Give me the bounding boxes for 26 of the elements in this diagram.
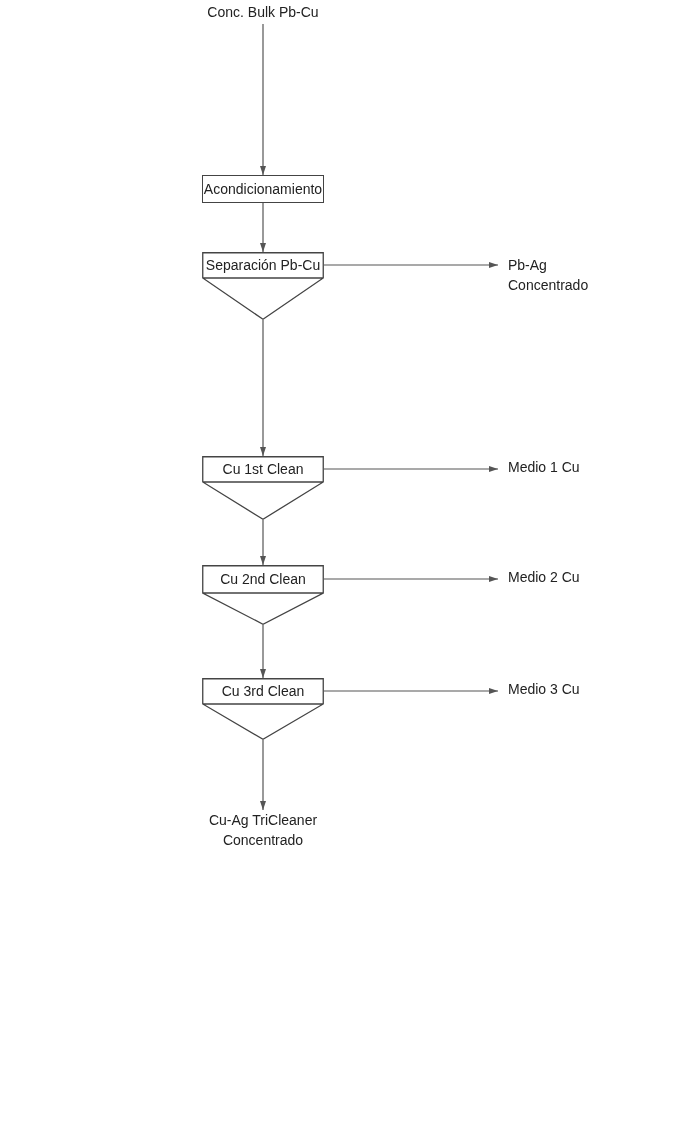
arrow xyxy=(260,23,266,176)
stream-label: Pb-Ag Concentrado xyxy=(508,255,618,303)
process-label: Cu 2nd Clean xyxy=(219,570,307,589)
stream-label: Conc. Bulk Pb-Cu xyxy=(163,2,363,24)
stream-label: Medio 2 Cu xyxy=(508,567,618,591)
process-box xyxy=(202,175,324,203)
arrow xyxy=(260,202,266,253)
arrow xyxy=(323,262,499,268)
arrow xyxy=(260,519,266,566)
flotation-cell xyxy=(202,456,324,520)
process-label: Acondicionamiento xyxy=(203,180,323,199)
process-label: Cu 1st Clean xyxy=(221,460,305,479)
arrow xyxy=(260,739,266,811)
stream-label: Medio 1 Cu xyxy=(508,457,618,481)
arrow xyxy=(260,319,266,457)
arrow xyxy=(323,576,499,582)
process-label: Cu 3rd Clean xyxy=(220,682,306,701)
flotation-cell xyxy=(202,252,324,320)
flotation-cell xyxy=(202,565,324,625)
process-label: Separación Pb-Cu xyxy=(204,256,322,275)
arrow xyxy=(323,466,499,472)
arrow xyxy=(260,624,266,679)
stream-label: Medio 3 Cu xyxy=(508,679,618,703)
stream-label: Cu-Ag TriCleaner Concentrado xyxy=(188,810,338,858)
arrow xyxy=(323,688,499,694)
flotation-cell xyxy=(202,678,324,740)
